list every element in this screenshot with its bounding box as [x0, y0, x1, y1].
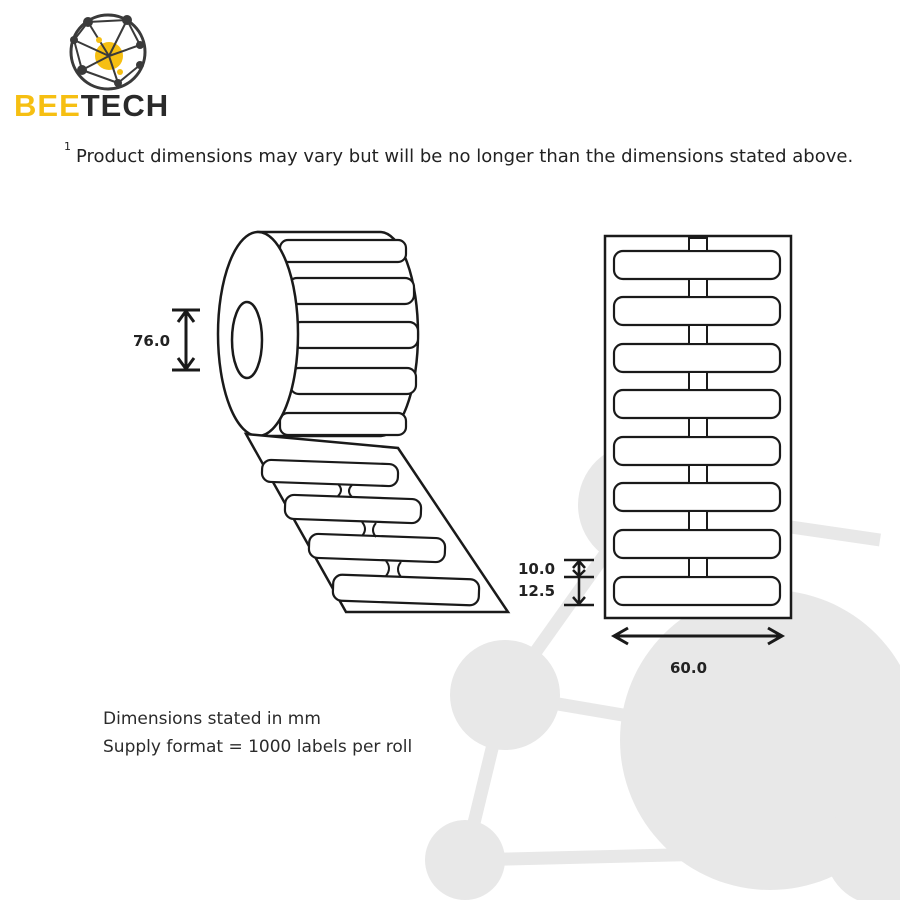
roll-width-dimension-marker [610, 626, 786, 646]
label-height-label: 10.0 [518, 560, 555, 578]
brand-name-part2: TECH [81, 88, 169, 123]
footer-supply-text: Supply format = 1000 labels per roll [103, 737, 412, 757]
label-roll-illustration [216, 230, 511, 614]
note-superscript: 1 [64, 140, 71, 153]
brand-logo: BEETECH [14, 13, 169, 123]
label-strip-illustration [603, 234, 793, 620]
label-height-dimension-marker [564, 558, 594, 607]
network-globe-icon [69, 13, 147, 91]
note-text: Product dimensions may vary but will be … [76, 146, 853, 167]
core-dimension-label: 76.0 [133, 332, 170, 350]
brand-name: BEETECH [14, 88, 169, 123]
label-pitch-label: 12.5 [518, 582, 555, 600]
watermark-network-icon [425, 443, 900, 900]
roll-width-label: 60.0 [670, 659, 707, 677]
brand-name-part1: BEE [14, 88, 81, 123]
footer-units-text: Dimensions stated in mm [103, 709, 321, 729]
core-dimension-marker [172, 308, 200, 372]
